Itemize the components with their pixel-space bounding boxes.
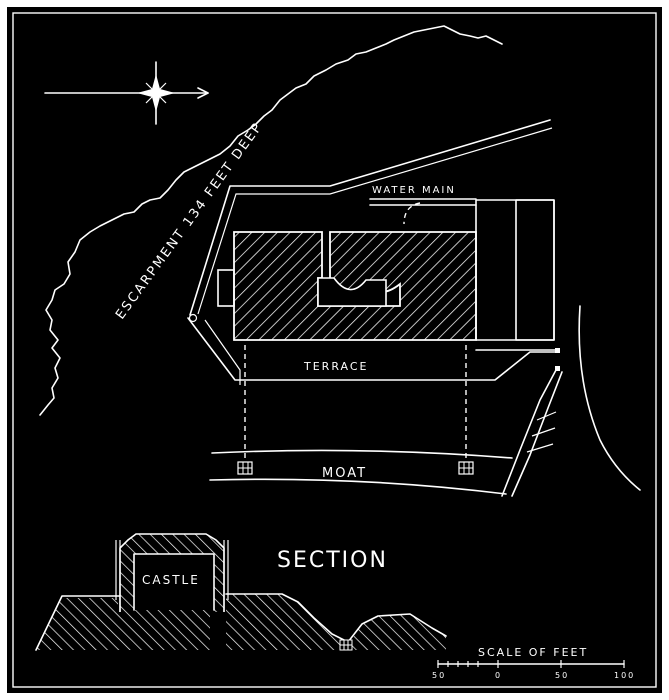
- terrace-label: TERRACE: [303, 360, 368, 373]
- scale-tick-label: 50: [555, 671, 569, 680]
- terrace-wall: [204, 319, 241, 385]
- castle-annex: [217, 269, 235, 307]
- escarpment-edge: [39, 25, 503, 416]
- castle-building: [233, 231, 477, 341]
- scale-bar: SCALE OF FEET 50 0 50 100: [432, 646, 635, 680]
- bridge-approach: [501, 305, 641, 497]
- courtyard-recess: [317, 277, 387, 307]
- moat-label: MOAT: [322, 466, 367, 481]
- scale-ticks: [437, 660, 625, 668]
- outbuildings: [475, 199, 560, 371]
- diagram-panel: [7, 7, 662, 693]
- castle-section: CASTLE: [35, 533, 447, 651]
- section-grate: [339, 639, 353, 651]
- scale-title: SCALE OF FEET: [478, 646, 588, 659]
- outer-wall-inner: [197, 127, 553, 315]
- section-title: SECTION: [277, 548, 388, 573]
- water-main: WATER MAIN: [369, 185, 477, 225]
- moat: MOAT: [209, 449, 513, 495]
- castle-hall: [134, 554, 214, 610]
- water-main-label: WATER MAIN: [372, 185, 456, 196]
- scale-tick-label: 100: [614, 671, 635, 680]
- castle-label: CASTLE: [142, 573, 200, 587]
- moat-grate-left: [237, 461, 253, 475]
- scale-tick-label: 0: [495, 671, 502, 680]
- wall-tower: [188, 313, 198, 323]
- panel-border: [12, 12, 657, 688]
- moat-grate-right: [458, 461, 474, 475]
- scale-tick-label: 50: [432, 671, 446, 680]
- compass-star-icon: [44, 61, 209, 125]
- outer-wall: [187, 119, 556, 381]
